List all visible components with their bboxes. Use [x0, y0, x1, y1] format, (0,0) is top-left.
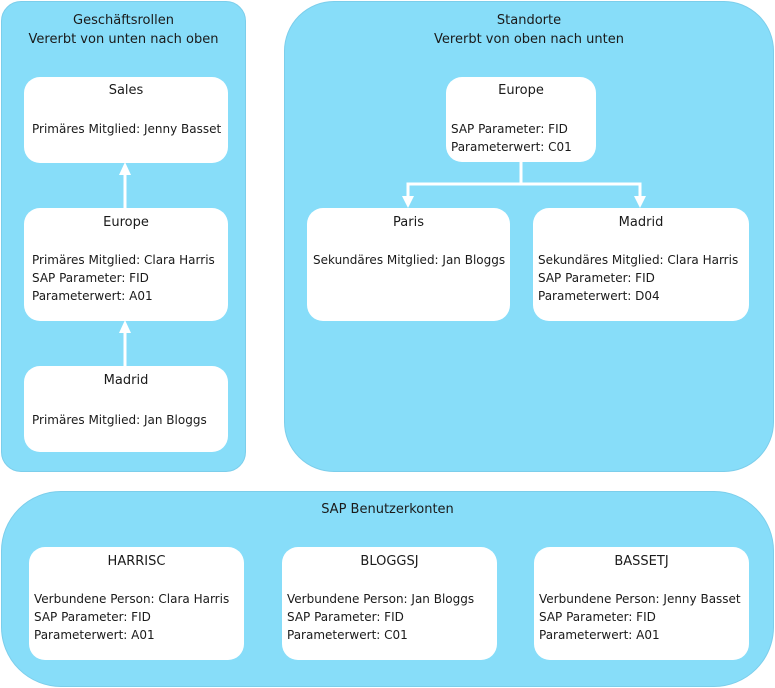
role-card-europe-line-1: Primäres Mitglied: Clara Harris [32, 253, 215, 267]
location-card-europe-line-1: SAP Parameter: FID [451, 122, 568, 136]
location-card-madrid-line-3: Parameterwert: D04 [538, 289, 660, 303]
account-card-harrisc-line-1: Verbundene Person: Clara Harris [34, 592, 230, 606]
location-card-madrid-title: Madrid [618, 215, 664, 230]
account-card-bloggsj-title: BLOGGSJ [360, 554, 419, 569]
role-card-europe-line-2: SAP Parameter: FID [32, 271, 149, 285]
role-card-europe-title: Europe [103, 215, 149, 230]
role-card-sales-title: Sales [108, 83, 144, 98]
role-card-sales-line-1: Primäres Mitglied: Jenny Basset [32, 122, 222, 136]
role-card-europe-line-3: Parameterwert: A01 [32, 289, 153, 303]
account-card-bloggsj-line-3: Parameterwert: C01 [287, 628, 408, 642]
location-card-madrid-line-1: Sekundäres Mitglied: Clara Harris [538, 253, 739, 267]
sap-accounts-title: SAP Benutzerkonten [321, 502, 454, 517]
account-card-harrisc-line-2: SAP Parameter: FID [34, 610, 151, 624]
business-roles-title: Geschäftsrollen [73, 13, 174, 28]
location-card-paris-title: Paris [393, 215, 424, 230]
account-card-bloggsj-line-2: SAP Parameter: FID [287, 610, 404, 624]
location-card-paris-line-1: Sekundäres Mitglied: Jan Bloggs [313, 253, 506, 267]
role-card-madrid-title: Madrid [103, 373, 149, 388]
role-card-sales[interactable]: Sales Primäres Mitglied: Jenny Basset [24, 77, 228, 163]
account-card-bassetj-line-3: Parameterwert: A01 [539, 628, 660, 642]
role-card-madrid-line-1: Primäres Mitglied: Jan Bloggs [32, 413, 207, 427]
account-card-bassetj-line-1: Verbundene Person: Jenny Basset [539, 592, 741, 606]
location-card-madrid-line-2: SAP Parameter: FID [538, 271, 655, 285]
account-card-harrisc-line-3: Parameterwert: A01 [34, 628, 155, 642]
role-card-madrid[interactable]: Madrid Primäres Mitglied: Jan Bloggs [24, 366, 228, 452]
location-card-europe-line-2: Parameterwert: C01 [451, 140, 572, 154]
business-roles-subtitle: Vererbt von unten nach oben [28, 32, 219, 47]
account-card-bassetj[interactable]: BASSETJ Verbundene Person: Jenny Basset … [534, 547, 749, 660]
account-card-bloggsj-line-1: Verbundene Person: Jan Bloggs [287, 592, 475, 606]
location-card-europe[interactable]: Europe SAP Parameter: FID Parameterwert:… [446, 77, 596, 162]
location-card-europe-title: Europe [498, 83, 544, 98]
location-card-paris[interactable]: Paris Sekundäres Mitglied: Jan Bloggs [307, 208, 510, 321]
locations-subtitle: Vererbt von oben nach unten [434, 32, 624, 47]
account-card-harrisc-title: HARRISC [107, 554, 166, 569]
account-card-bassetj-title: BASSETJ [614, 554, 669, 569]
role-card-europe[interactable]: Europe Primäres Mitglied: Clara Harris S… [24, 208, 228, 321]
location-card-madrid[interactable]: Madrid Sekundäres Mitglied: Clara Harris… [533, 208, 749, 321]
account-card-bloggsj[interactable]: BLOGGSJ Verbundene Person: Jan Bloggs SA… [282, 547, 497, 660]
account-card-harrisc[interactable]: HARRISC Verbundene Person: Clara Harris … [29, 547, 244, 660]
locations-title: Standorte [496, 13, 562, 28]
account-card-bassetj-line-2: SAP Parameter: FID [539, 610, 656, 624]
